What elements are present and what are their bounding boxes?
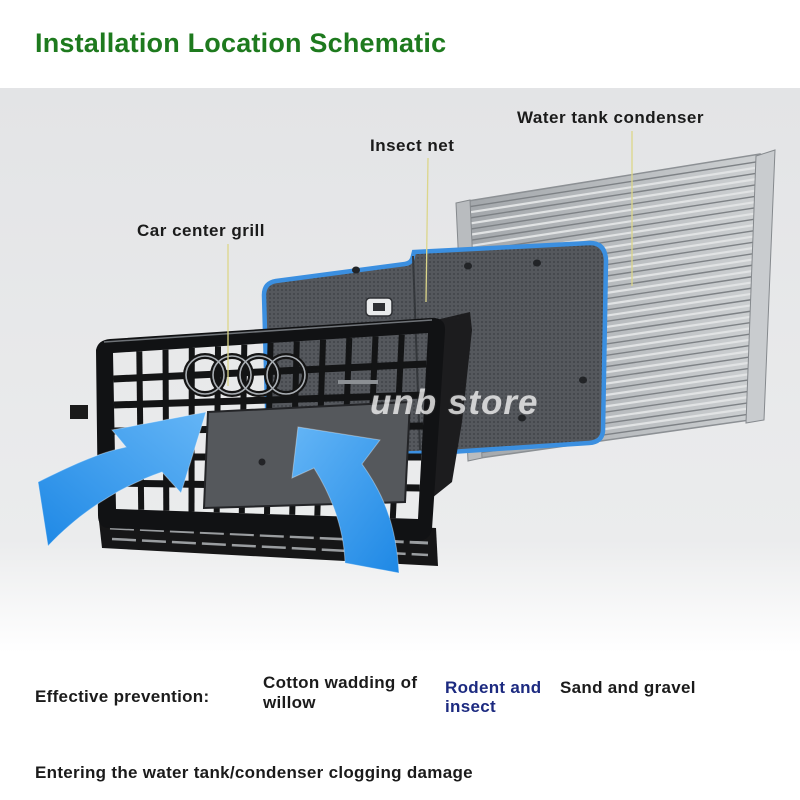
logo-ring-shine — [185, 355, 225, 395]
footer-text: Entering the water tank/condenser cloggi… — [35, 763, 473, 782]
logo-ring-shine — [266, 355, 306, 395]
condenser-fin — [470, 166, 758, 214]
watermark: unb store — [370, 383, 539, 422]
condenser-fin — [470, 172, 758, 219]
car-center-grill — [70, 312, 472, 566]
condenser-label: Water tank condenser — [517, 108, 704, 127]
grill-frame-highlight — [103, 319, 433, 343]
insect-net-clip-slot — [373, 303, 385, 311]
condenser-fin — [471, 184, 758, 230]
prevention-heading: Effective prevention: — [35, 687, 210, 706]
grill-mount-tab — [70, 405, 88, 419]
condenser-fin — [471, 189, 757, 236]
insect-net-seam — [412, 255, 421, 451]
airflow-arrow-left — [37, 411, 207, 548]
insect-net-fastener — [464, 262, 472, 270]
insect-net-fastener — [579, 376, 587, 384]
prevention-item-sand: Sand and gravel — [560, 678, 696, 697]
condenser-fin — [472, 207, 757, 252]
insect-net-leader-line — [425, 157, 429, 303]
condenser-fin — [470, 177, 758, 225]
logo-ring-shine — [239, 355, 279, 395]
logo-ring-shine — [212, 355, 252, 395]
condenser-fin — [471, 200, 757, 247]
condenser-right-tank — [745, 149, 776, 424]
airflow-arrow-right — [291, 426, 400, 574]
brand-rings-logo — [183, 353, 308, 397]
page-title: Installation Location Schematic — [35, 28, 447, 58]
condenser-fin — [471, 195, 757, 241]
prevention-item-cotton: Cotton wadding of willow — [263, 673, 418, 712]
grill-label: Car center grill — [137, 221, 265, 240]
plate-holder-hole — [258, 458, 266, 466]
insect-net-label: Insect net — [370, 136, 455, 155]
prevention-item-rodent: Rodent and insect — [445, 678, 542, 716]
grill-lower-slat — [109, 526, 429, 545]
condenser-fin — [470, 161, 758, 208]
insect-net-fastener — [533, 259, 541, 267]
insect-net-fastener — [352, 266, 360, 274]
insect-net-fastener — [518, 414, 526, 422]
grill-model-badge — [338, 380, 378, 384]
